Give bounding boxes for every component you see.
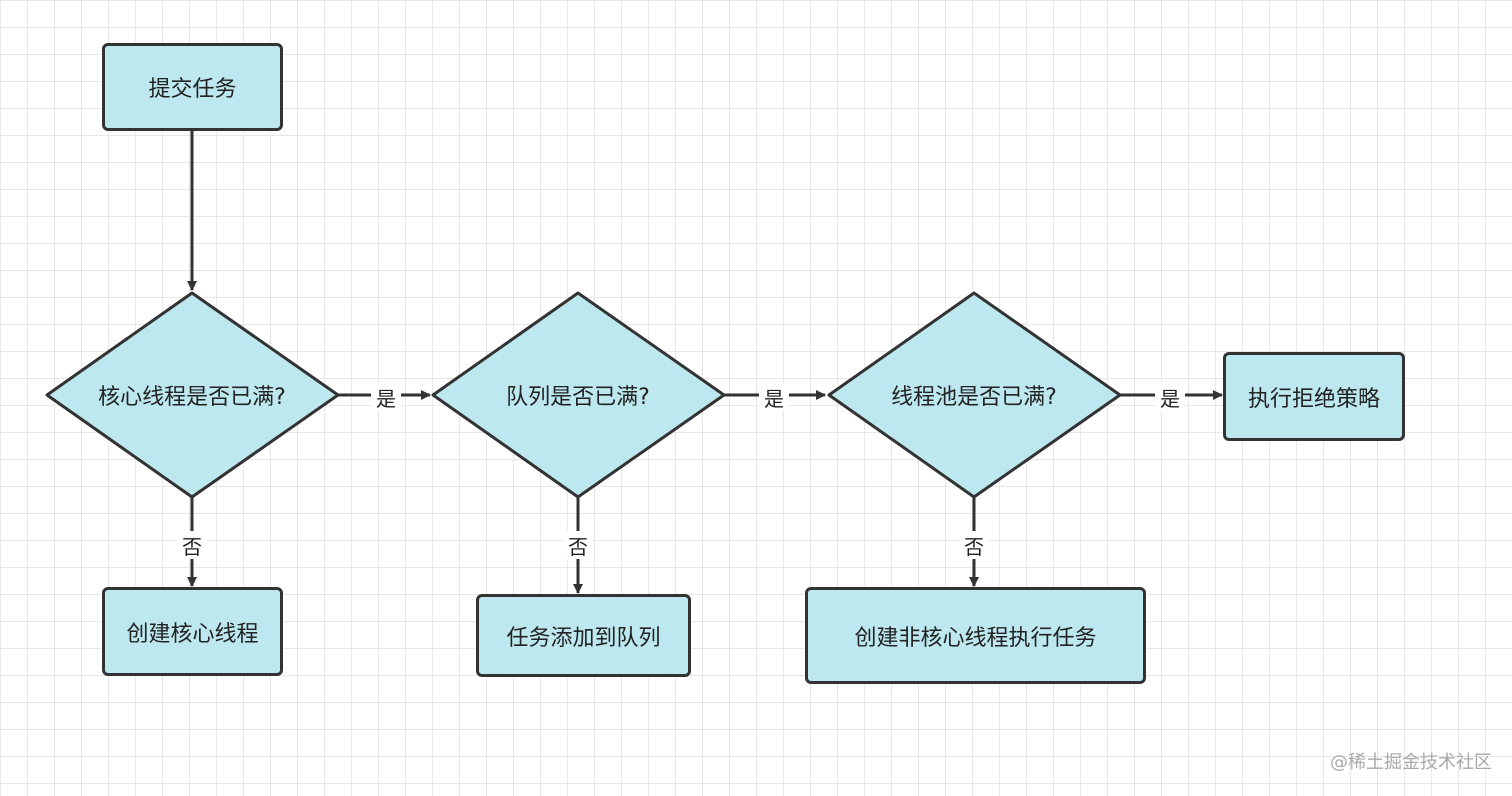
decision-queue-full bbox=[431, 291, 726, 499]
edge-label-yes-queue: 是 bbox=[759, 383, 789, 411]
edge-label-yes-core: 是 bbox=[371, 383, 401, 411]
decision-pool-full bbox=[827, 291, 1122, 499]
node-submit-task: 提交任务 bbox=[102, 43, 283, 131]
node-add-to-queue: 任务添加到队列 bbox=[476, 594, 691, 677]
edge-label-no-pool: 否 bbox=[959, 531, 989, 559]
decision-core-full bbox=[45, 291, 340, 499]
edge-label-yes-pool: 是 bbox=[1155, 383, 1185, 411]
label-queue-full: 队列是否已满? bbox=[506, 385, 650, 410]
node-create-noncore-thread: 创建非核心线程执行任务 bbox=[805, 587, 1146, 684]
edge-label-no-core: 否 bbox=[177, 531, 207, 559]
edge-label-no-queue: 否 bbox=[563, 531, 593, 559]
watermark-text: @稀土掘金技术社区 bbox=[1330, 752, 1492, 773]
node-create-core-thread: 创建核心线程 bbox=[102, 587, 283, 676]
label-core-full: 核心线程是否已满? bbox=[98, 385, 286, 410]
label-pool-full: 线程池是否已满? bbox=[891, 385, 1057, 410]
node-reject-policy: 执行拒绝策略 bbox=[1223, 352, 1405, 441]
